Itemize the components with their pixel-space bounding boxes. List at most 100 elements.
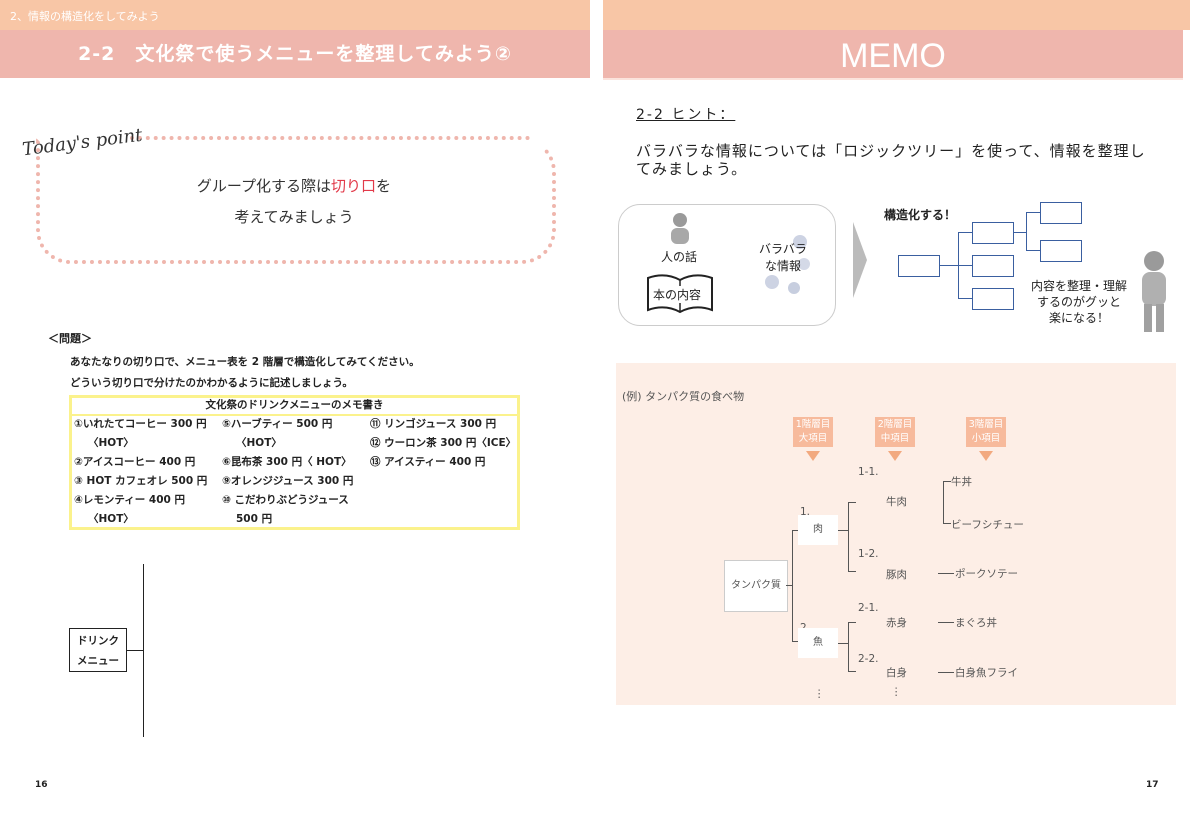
tree-line bbox=[1026, 212, 1027, 250]
hint-heading: 2-2 ヒント： bbox=[636, 107, 736, 123]
drink-menu-line-1: ドリンク bbox=[77, 635, 119, 647]
lesson-title-bar: 2-2 文化祭で使うメニューを整理してみよう② bbox=[0, 30, 590, 78]
tree-line bbox=[786, 585, 792, 586]
tree-line bbox=[792, 530, 793, 642]
ellipsis-1: ⋮ bbox=[814, 688, 825, 700]
point-text-highlight: 切り口 bbox=[331, 177, 377, 195]
point-line-1: グループ化する際は切り口を bbox=[36, 175, 552, 196]
tree-line bbox=[958, 265, 972, 266]
person-talk-label: 人の話 bbox=[661, 250, 698, 264]
leaf-4: まぐろ丼 bbox=[955, 617, 997, 629]
question-line-2: どういう切り口で分けたのかわかるように記述しましょう。 bbox=[70, 377, 353, 389]
tree-line bbox=[958, 232, 972, 233]
tree-line bbox=[1026, 250, 1040, 251]
drink-menu-box: ドリンク メニュー bbox=[69, 628, 127, 672]
section-header-bar: 2、情報の構造化をしてみよう bbox=[0, 0, 590, 30]
scattered-line-1: バラバラ bbox=[759, 242, 807, 256]
memo-item: ⑬ アイスティー 400 円 bbox=[370, 456, 486, 468]
section-label: 2、情報の構造化をしてみよう bbox=[10, 10, 160, 23]
tree-box-l3a bbox=[1040, 202, 1082, 224]
tree-box-root bbox=[898, 255, 940, 277]
memo-header-bar-top bbox=[603, 0, 1190, 30]
book-content-label: 本の内容 bbox=[653, 286, 702, 303]
node-1-1: 牛肉 bbox=[886, 496, 907, 508]
tree-box-l2a bbox=[972, 222, 1014, 244]
scattered-dots-icon bbox=[765, 235, 810, 294]
memo-header-bar: MEMO bbox=[603, 30, 1183, 80]
leaf-2: ビーフシチュー bbox=[951, 519, 1024, 531]
tree-box-l2b bbox=[972, 255, 1014, 277]
tree-line bbox=[792, 641, 798, 642]
point-text-a: グループ化する際は bbox=[196, 177, 332, 195]
tree-line bbox=[848, 502, 849, 572]
tree-line bbox=[848, 622, 856, 623]
node-1: 肉 bbox=[798, 515, 838, 545]
memo-box bbox=[69, 395, 520, 530]
level-arrow-3 bbox=[979, 451, 993, 461]
memo-item: 〈HOT〉 bbox=[236, 437, 282, 449]
node-1-2-number: 1-2. bbox=[858, 548, 879, 560]
leaf-5: 白身魚フライ bbox=[955, 667, 1018, 679]
memo-title: 文化祭のドリンクメニューのメモ書き bbox=[69, 397, 520, 416]
memo-item: ⑩ こだわりぶどうジュース bbox=[222, 494, 349, 506]
level-1-line-2: 大項目 bbox=[798, 433, 828, 444]
leaf-3: ポークソテー bbox=[955, 568, 1018, 580]
level-1-line-1: 1階層目 bbox=[795, 419, 831, 430]
tree-line bbox=[848, 571, 856, 572]
scattered-info-panel bbox=[618, 204, 836, 326]
tree-line bbox=[1014, 232, 1026, 233]
tree-line bbox=[848, 622, 849, 672]
scattered-line-2: な情報 bbox=[764, 259, 801, 273]
tree-box-l2c bbox=[972, 288, 1014, 310]
level-tag-1: 1階層目大項目 bbox=[793, 417, 833, 447]
understand-line-1: 内容を整理・理解 bbox=[1030, 279, 1127, 293]
level-2-line-2: 中項目 bbox=[880, 433, 910, 444]
page-number-left: 16 bbox=[35, 780, 48, 790]
scattered-info-label: バラバラ な情報 bbox=[756, 240, 810, 274]
structure-label: 構造化する！ bbox=[884, 208, 957, 222]
todays-point-frame bbox=[36, 138, 556, 264]
tree-line bbox=[940, 265, 958, 266]
todays-point-top-border bbox=[130, 136, 530, 140]
node-2-2: 白身 bbox=[886, 667, 907, 679]
tree-line bbox=[943, 481, 951, 482]
node-1-number: 1. bbox=[800, 506, 811, 518]
level-arrow-1 bbox=[806, 451, 820, 461]
memo-item: ⑤ハーブティー 500 円 bbox=[222, 418, 333, 430]
level-2-line-1: 2階層目 bbox=[877, 419, 913, 430]
tree-line bbox=[938, 622, 954, 623]
memo-item: 〈HOT〉 bbox=[88, 513, 134, 525]
memo-item: ④レモンティー 400 円 bbox=[74, 494, 185, 506]
memo-item: ⑪ リンゴジュース 300 円 bbox=[370, 418, 497, 430]
node-1-2: 豚肉 bbox=[886, 569, 907, 581]
tree-line bbox=[938, 573, 954, 574]
tree-box-l3b bbox=[1040, 240, 1082, 262]
level-arrow-2 bbox=[888, 451, 902, 461]
level-tag-2: 2階層目中項目 bbox=[875, 417, 915, 447]
leaf-1: 牛丼 bbox=[951, 476, 972, 488]
level-tag-3: 3階層目小項目 bbox=[966, 417, 1006, 447]
level-3-line-2: 小項目 bbox=[971, 433, 1001, 444]
arrow-chevron bbox=[853, 222, 867, 298]
tree-connector bbox=[127, 650, 143, 651]
question-heading: ＜問題＞ bbox=[48, 332, 92, 345]
tree-line bbox=[1026, 212, 1040, 213]
tree-line bbox=[848, 502, 856, 503]
hint-body: バラバラな情報については「ロジックツリー」を使って、情報を整理してみましょう。 bbox=[636, 142, 1146, 178]
node-2: 魚 bbox=[798, 628, 838, 658]
understand-line-2: するのがグッと bbox=[1036, 295, 1121, 309]
memo-item: ②アイスコーヒー 400 円 bbox=[74, 456, 196, 468]
memo-item: 〈HOT〉 bbox=[88, 437, 134, 449]
memo-item: ⑨オレンジジュース 300 円 bbox=[222, 475, 354, 487]
level-3-line-1: 3階層目 bbox=[968, 419, 1004, 430]
point-text-b: を bbox=[376, 177, 392, 195]
example-title: (例) タンパク質の食べ物 bbox=[622, 390, 745, 403]
thinking-person-icon bbox=[1142, 251, 1166, 332]
tree-line bbox=[848, 671, 856, 672]
tree-line bbox=[958, 298, 972, 299]
drink-menu-line-2: メニュー bbox=[77, 655, 119, 667]
ellipsis-2: ⋮ bbox=[891, 686, 902, 698]
understand-line-3: 楽になる！ bbox=[1048, 311, 1109, 325]
tree-trunk-line bbox=[143, 564, 144, 737]
page-number-right: 17 bbox=[1146, 780, 1159, 790]
